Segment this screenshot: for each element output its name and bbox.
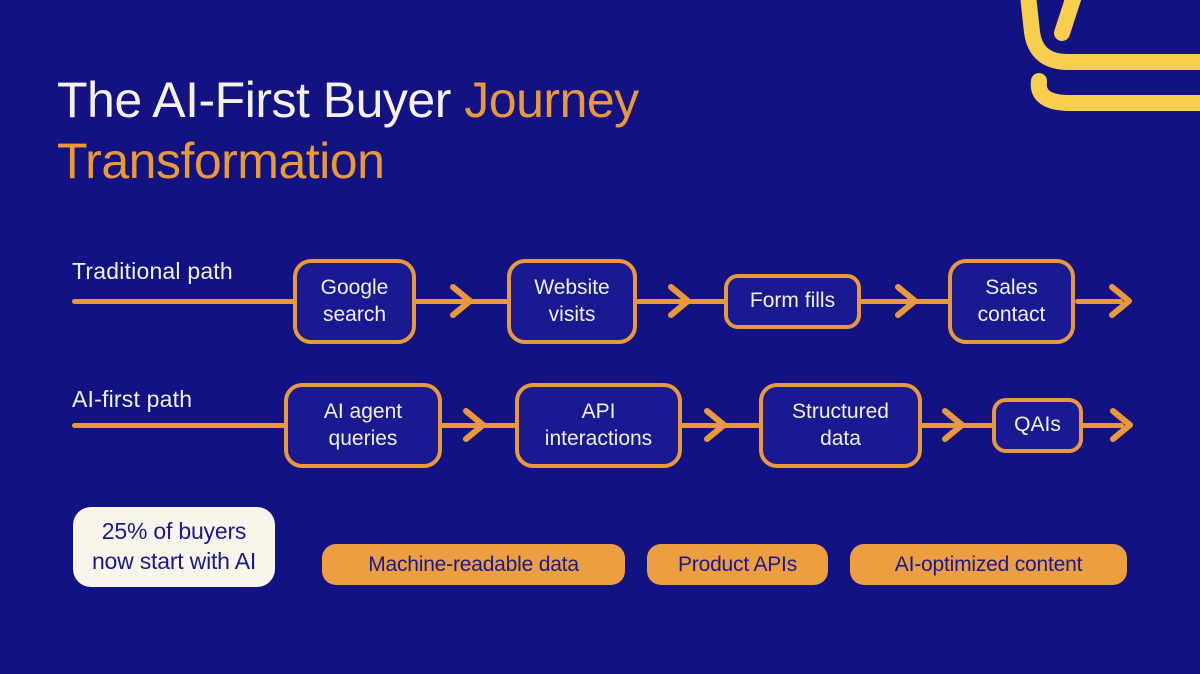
step-box-website-visits: Website visits xyxy=(507,259,637,344)
flow-line xyxy=(1078,423,1124,428)
step-box-sales-contact: Sales contact xyxy=(948,259,1075,344)
flow-line xyxy=(410,299,512,304)
paperclip-icon xyxy=(1020,0,1200,111)
tag-machine-readable-data: Machine-readable data xyxy=(322,544,625,585)
step-box-api-interactions: API interactions xyxy=(515,383,682,468)
page-title: The AI-First Buyer Journey Transformatio… xyxy=(57,70,857,192)
chevron-right-icon xyxy=(1110,408,1133,442)
page-title-white-part: The AI-First Buyer xyxy=(57,71,451,128)
flow-line xyxy=(1075,299,1123,304)
page-title-orange-part: Journey Transformation xyxy=(57,71,639,189)
flow-line xyxy=(72,423,292,428)
chevron-right-icon xyxy=(704,408,727,442)
chevron-right-icon xyxy=(450,284,473,318)
chevron-right-icon xyxy=(895,284,918,318)
flow-label-ai-first: AI-first path xyxy=(72,386,193,412)
tag-ai-optimized-content: AI-optimized content xyxy=(850,544,1127,585)
step-box-google-search: Google search xyxy=(293,259,416,344)
tag-product-apis: Product APIs xyxy=(647,544,828,585)
chevron-right-icon xyxy=(668,284,691,318)
flow-line xyxy=(855,299,955,304)
step-box-form-fills: Form fills xyxy=(724,274,861,329)
step-box-qais: QAIs xyxy=(992,398,1083,453)
stat-card: 25% of buyers now start with AI xyxy=(73,507,275,587)
chevron-right-icon xyxy=(463,408,486,442)
step-box-ai-agent-queries: AI agent queries xyxy=(284,383,442,468)
flow-line xyxy=(72,299,300,304)
chevron-right-icon xyxy=(1109,284,1132,318)
flow-label-traditional: Traditional path xyxy=(72,258,233,284)
step-box-structured-data: Structured data xyxy=(759,383,922,468)
chevron-right-icon xyxy=(942,408,965,442)
flow-line xyxy=(630,299,730,304)
